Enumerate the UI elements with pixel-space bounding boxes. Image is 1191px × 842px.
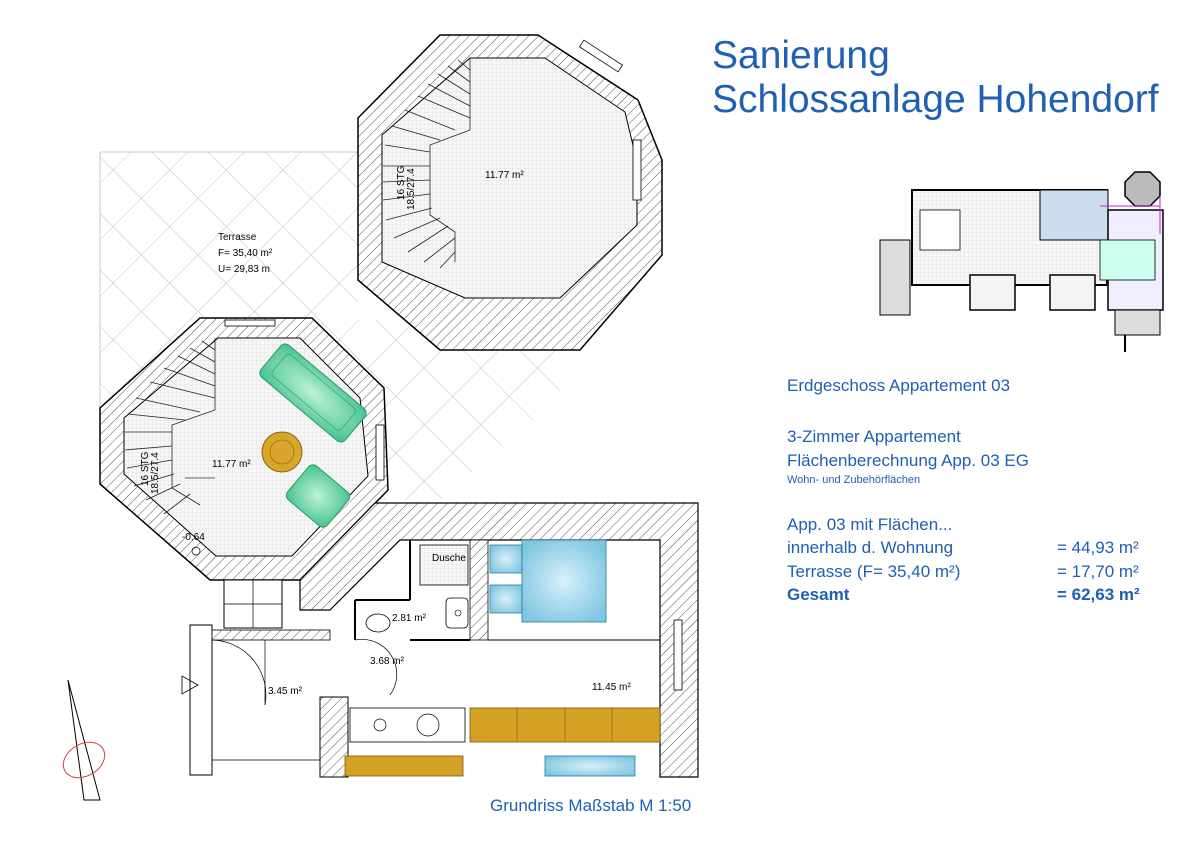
kitchenette (349, 707, 466, 743)
shower-label: Dusche (432, 553, 466, 564)
site-plan-thumbnail (879, 171, 1164, 352)
sofa (259, 343, 367, 443)
areas-header: App. 03 mit Flächen... (787, 515, 953, 534)
area-row-label: Terrasse (F= 35,40 m²) (787, 562, 961, 581)
title-line-2: Schlossanlage Hohendorf (712, 78, 1159, 121)
total-label: Gesamt (787, 585, 850, 604)
stair-lower (124, 338, 216, 515)
sink (445, 597, 469, 629)
stair-upper-dim: 18.5/27.4 (406, 168, 417, 210)
entry-area: 3.45 m² (268, 686, 303, 697)
terrace-label: Terrasse (218, 232, 257, 243)
bed (489, 539, 607, 623)
apartment-type: 3-Zimmer Appartement (787, 427, 961, 446)
toilet (365, 613, 391, 633)
area-row-label: innerhalb d. Wohnung (787, 538, 954, 557)
title-line-1: Sanierung (712, 34, 890, 77)
north-arrow-icon (62, 679, 106, 801)
corridor-area: 3.68 m² (370, 656, 405, 667)
stair-upper-label: 16 STG (396, 165, 407, 200)
calc-title: Flächenberechnung App. 03 EG (787, 451, 1029, 470)
tower-lower: 11.77 m² 16 STG 18.5/27.4 -0.64 (99, 317, 389, 581)
shower (419, 544, 469, 586)
floor-label: Erdgeschoss Appartement 03 (787, 376, 1011, 395)
calc-subtitle: Wohn- und Zubehörflächen (787, 474, 921, 486)
terrace-u: U= 29,83 m (218, 264, 270, 275)
tower-upper-area: 11.77 m² (485, 170, 524, 181)
area-row-value: = 17,70 m² (1057, 562, 1139, 581)
area-row-value: = 44,93 m² (1057, 538, 1139, 557)
footer-scale: Grundriss Maßstab M 1:50 (490, 796, 692, 815)
terrace-f: F= 35,40 m² (218, 248, 273, 259)
level-mark: -0.64 (182, 532, 205, 543)
stair-upper (382, 58, 471, 269)
tower-upper: 11.77 m² 16 STG 18.5/27.4 (357, 34, 663, 351)
tower-lower-area: 11.77 m² (212, 459, 251, 470)
stair-lower-label: 16 STG (140, 451, 151, 486)
room-area: 11.45 m² (592, 682, 631, 693)
apartment-block: Dusche 2.81 m² 3.68 m² 3.45 m² 11.45 m² (181, 502, 699, 778)
total-value: = 62,63 m² (1057, 585, 1140, 604)
round-table (261, 431, 303, 473)
armchair (285, 464, 351, 528)
bath-area: 2.81 m² (392, 613, 427, 624)
stair-lower-dim: 18.5/27.4 (150, 452, 161, 494)
